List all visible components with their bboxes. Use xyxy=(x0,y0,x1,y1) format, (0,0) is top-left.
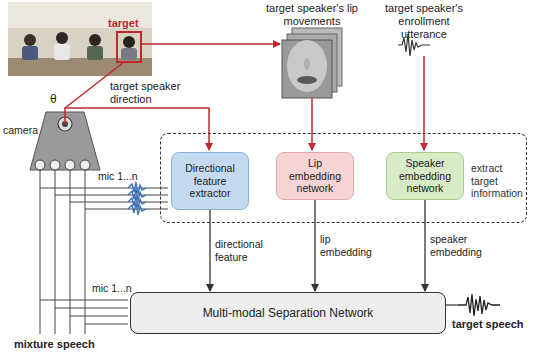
process-box: Directional feature extractor xyxy=(171,152,249,210)
edge-label: directional feature xyxy=(215,238,277,263)
edge-label: lip embedding xyxy=(320,233,382,258)
process-box: Lip embedding network xyxy=(276,152,354,200)
text-label: camera xyxy=(3,124,38,137)
group-box: extract target information Directional fe… xyxy=(160,133,527,223)
box-label: Multi-modal Separation Network xyxy=(203,306,374,320)
text-label: mic 1...n xyxy=(98,170,138,183)
box-label: Directional feature extractor xyxy=(177,162,243,200)
room-photo xyxy=(8,2,152,76)
process-box: Speaker embedding network xyxy=(386,152,464,200)
box-label: Lip embedding network xyxy=(282,157,348,195)
process-box: Multi-modal Separation Network xyxy=(130,292,446,334)
text-label: mic 1...n xyxy=(92,282,132,295)
lip-frames xyxy=(282,28,342,98)
text-label: target speech xyxy=(452,318,524,331)
edge-label: speaker embedding xyxy=(430,233,492,258)
mic-waveforms xyxy=(128,182,146,215)
connector-arrow xyxy=(424,200,425,291)
group-label: extract target information xyxy=(471,162,525,200)
text-label: target speaker direction xyxy=(110,80,206,106)
connector-arrow xyxy=(314,200,315,291)
text-label: θ xyxy=(50,92,57,106)
text-label: target speaker's enrollment utterance xyxy=(376,2,472,42)
box-label: Speaker embedding network xyxy=(392,157,458,195)
text-label: target speaker's lip movements xyxy=(262,2,362,28)
target-waveform xyxy=(458,294,500,316)
text-label: mixture speech xyxy=(14,338,95,351)
text-label: target xyxy=(108,17,139,30)
